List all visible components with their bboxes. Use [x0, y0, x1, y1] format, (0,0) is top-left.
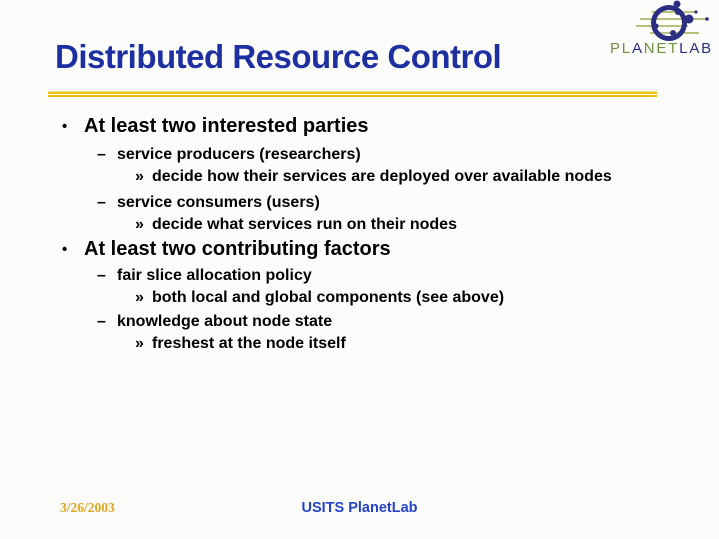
footer-date: 3/26/2003: [60, 500, 115, 515]
bullet-item-level-2: –service consumers (users): [97, 193, 320, 212]
logo-letter-segment-navy: A: [631, 40, 644, 57]
bullet-text: At least two interested parties: [84, 115, 369, 137]
bullet-text: freshest at the node itself: [152, 335, 346, 352]
logo-letter-segment-green: PL: [610, 40, 632, 57]
bullet-text: knowledge about node state: [117, 313, 333, 330]
bullet-marker: »: [135, 216, 144, 233]
bullet-marker: •: [62, 241, 68, 258]
bullet-item-level-1: • At least two interested parties: [62, 115, 369, 138]
bullet-item-level-1: • At least two contributing factors: [62, 238, 391, 261]
bullet-marker: –: [97, 146, 106, 163]
bullet-text: both local and global components (see ab…: [152, 289, 505, 306]
logo-letter-segment-green: NET: [643, 40, 680, 57]
bullet-marker: –: [97, 194, 106, 211]
bullet-item-level-3: » decide what services run on their nodes: [135, 215, 457, 234]
bullet-text: fair slice allocation policy: [117, 267, 312, 284]
bullet-marker: –: [97, 267, 106, 284]
bullet-text: service producers (researchers): [117, 146, 361, 163]
bullet-text: decide what services run on their nodes: [152, 216, 457, 233]
bullet-marker: »: [135, 289, 144, 306]
bullet-marker: »: [135, 168, 144, 185]
title-divider: [48, 91, 657, 97]
logo-letter-segment-navy: LAB: [679, 40, 713, 57]
planetlab-network-icon: [636, 0, 709, 41]
bullet-marker: »: [135, 335, 144, 352]
bullet-item-level-3: » decide how their services are deployed …: [135, 167, 612, 186]
footer-title: USITS PlanetLab: [301, 500, 418, 516]
bullet-item-level-2: –fair slice allocation policy: [97, 266, 312, 285]
bullet-marker: –: [97, 313, 106, 330]
bullet-item-level-2: –service producers (researchers): [97, 145, 361, 164]
planetlab-wordmark: PLANETLAB: [610, 40, 713, 57]
bullet-marker: •: [62, 118, 68, 135]
slide-title: Distributed Resource Control: [55, 38, 502, 75]
bullet-text: At least two contributing factors: [84, 238, 391, 260]
bullet-text: decide how their services are deployed o…: [152, 168, 612, 185]
bullet-text: service consumers (users): [117, 194, 320, 211]
bullet-item-level-3: » both local and global components (see a…: [135, 288, 504, 307]
bullet-item-level-2: –knowledge about node state: [97, 312, 332, 331]
bullet-item-level-3: » freshest at the node itself: [135, 334, 346, 353]
